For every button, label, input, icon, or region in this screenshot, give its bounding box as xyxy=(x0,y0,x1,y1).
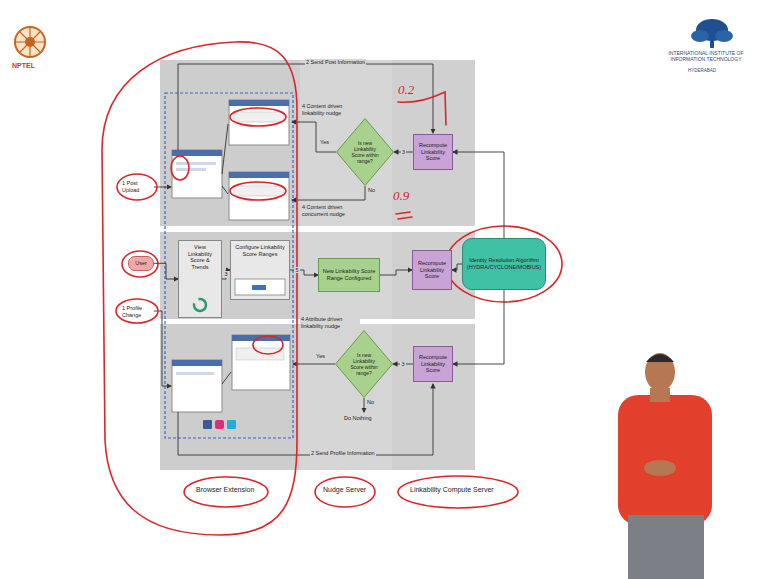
branch-label: No xyxy=(368,187,375,194)
diagram-panel xyxy=(160,60,475,470)
node-text: Recompute Linkability Score xyxy=(417,354,449,374)
column-band xyxy=(160,60,300,470)
branch-label: No xyxy=(367,399,374,406)
flow-connector xyxy=(380,270,412,275)
flow-label: 2 Send Profile Information xyxy=(310,450,376,457)
process-box: Recompute Linkability Score xyxy=(413,134,453,170)
ui-screenshot xyxy=(172,100,290,412)
process-box: View Linkability Score & Trends xyxy=(178,240,222,318)
flow-label: 4 Attribute driven linkability nudge xyxy=(300,316,360,329)
nptel-logo xyxy=(15,27,45,57)
actor-box: User xyxy=(128,256,154,271)
flow-wire xyxy=(154,64,433,455)
step-label: 1 Post Upload xyxy=(122,180,152,193)
process-box: Recompute Linkability Score xyxy=(412,250,452,290)
edge-label: 5 xyxy=(294,267,299,274)
flow-label: 2 Send Post Information xyxy=(305,59,366,66)
flow-label: 4 Content driven linkability nudge xyxy=(302,103,366,116)
institute-city: HYDERABAD xyxy=(688,68,716,73)
column-title: Nudge Server xyxy=(323,486,366,494)
edge-label: 3 xyxy=(400,361,405,368)
branch-label: Yes xyxy=(316,353,325,360)
handwritten-number: 0.2 xyxy=(398,82,414,98)
edge-label: 3 xyxy=(401,149,406,156)
decision-diamond: Is new Linkability Score within range? xyxy=(336,118,394,186)
flow-connector xyxy=(453,290,504,364)
flow-label: Do Nothing xyxy=(344,415,372,422)
decision-diamond: Is new Linkability Score within range? xyxy=(335,330,393,398)
instructor-figure xyxy=(618,353,712,579)
handwritten-annotation xyxy=(102,42,562,535)
process-box: Configure Linkability Score Ranges xyxy=(230,240,290,300)
ui-thumbnail xyxy=(234,278,286,296)
extension-frame xyxy=(165,93,293,438)
row-separator xyxy=(160,226,475,232)
logo-text: NPTEL xyxy=(12,62,35,70)
ui-thumbnail xyxy=(182,296,218,314)
algorithm-box: Identity Resolution Algorithm (HYDRA/CYC… xyxy=(462,238,546,290)
institute-logo xyxy=(691,19,733,48)
edge-label: 3 xyxy=(223,271,228,278)
social-icons xyxy=(203,420,236,429)
flow-connector xyxy=(222,270,230,279)
process-box: Recompute Linkability Score xyxy=(413,346,453,382)
node-text: Configure Linkability Score Ranges xyxy=(234,244,286,257)
flow-connector xyxy=(453,152,504,238)
diamond-text-area: Is new Linkability Score within range? xyxy=(347,352,381,376)
column-title: Browser Extension xyxy=(196,486,254,494)
node-text: New Linkability Score Range Configured xyxy=(322,268,376,281)
handwritten-number: 0.9 xyxy=(393,188,409,204)
node-text: User xyxy=(135,260,147,267)
process-box: New Linkability Score Range Configured xyxy=(318,258,380,292)
node-text: Is new Linkability Score within range? xyxy=(348,140,382,164)
flow-label: 4 Content driven concurrent nudge xyxy=(302,204,366,217)
node-text: Is new Linkability Score within range? xyxy=(347,352,381,376)
flow-connector xyxy=(154,263,178,279)
flow-connector xyxy=(452,264,462,270)
institute-name: INTERNATIONAL INSTITUTE OF INFORMATION T… xyxy=(652,50,760,62)
node-text: Identity Resolution Algorithm (HYDRA/CYC… xyxy=(466,257,542,270)
branch-label: Yes xyxy=(320,139,329,146)
step-label: 1 Profile Change xyxy=(122,305,152,318)
diamond-text-area: Is new Linkability Score within range? xyxy=(348,140,382,164)
column-title: Linkability Compute Server xyxy=(410,486,494,494)
node-text: View Linkability Score & Trends xyxy=(182,244,218,270)
node-text: Recompute Linkability Score xyxy=(417,142,449,162)
node-text: Recompute Linkability Score xyxy=(416,260,448,280)
